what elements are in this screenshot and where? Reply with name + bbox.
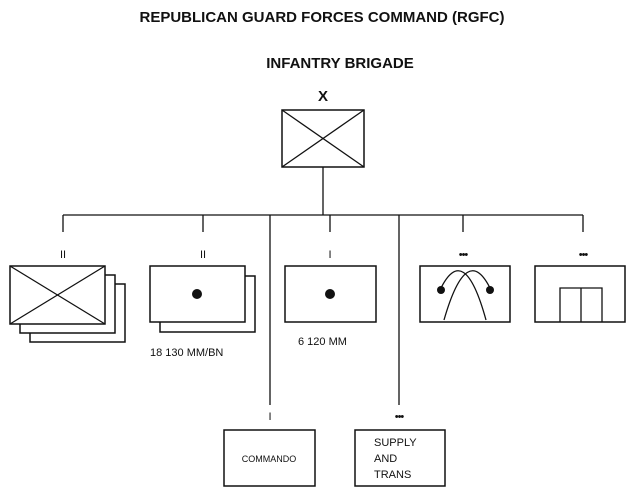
engineer-arch-icon xyxy=(437,270,494,321)
connector-lines xyxy=(62,167,584,405)
unit-echelon: II xyxy=(200,249,206,261)
unit-label-line: TRANS xyxy=(374,469,411,481)
unit-label-line: SUPPLY xyxy=(374,437,417,449)
unit-signal: ••• xyxy=(534,249,626,323)
unit-commando: I COMMANDO xyxy=(223,411,316,487)
unit-echelon: ••• xyxy=(459,249,469,261)
unit-artillery-battalion: II 18 130 MM/BN xyxy=(149,249,256,359)
unit-label: COMMANDO xyxy=(242,454,297,464)
unit-echelon: II xyxy=(60,249,66,261)
unit-echelon: I xyxy=(268,411,271,423)
unit-echelon: I xyxy=(328,249,331,261)
unit-label-line: AND xyxy=(374,453,397,465)
unit-engineer: ••• xyxy=(419,249,511,323)
unit-infantry-battalions: II xyxy=(9,249,126,343)
signal-bars-icon xyxy=(559,287,603,322)
unit-mortar-company: I 6 120 MM xyxy=(284,249,377,348)
unit-echelon: ••• xyxy=(579,249,589,261)
hq-echelon: X xyxy=(318,88,328,105)
artillery-dot-icon xyxy=(192,289,202,299)
unit-supply-and-trans: ••• SUPPLY AND TRANS xyxy=(354,411,446,487)
unit-label: 6 120 MM xyxy=(298,336,347,348)
unit-echelon: ••• xyxy=(395,411,405,423)
hq-box xyxy=(281,109,365,168)
unit-label: 18 130 MM/BN xyxy=(150,347,223,359)
artillery-dot-icon xyxy=(325,289,335,299)
chart-title: REPUBLICAN GUARD FORCES COMMAND (RGFC) xyxy=(140,9,505,26)
chart-subtitle: INFANTRY BRIGADE xyxy=(266,55,414,72)
